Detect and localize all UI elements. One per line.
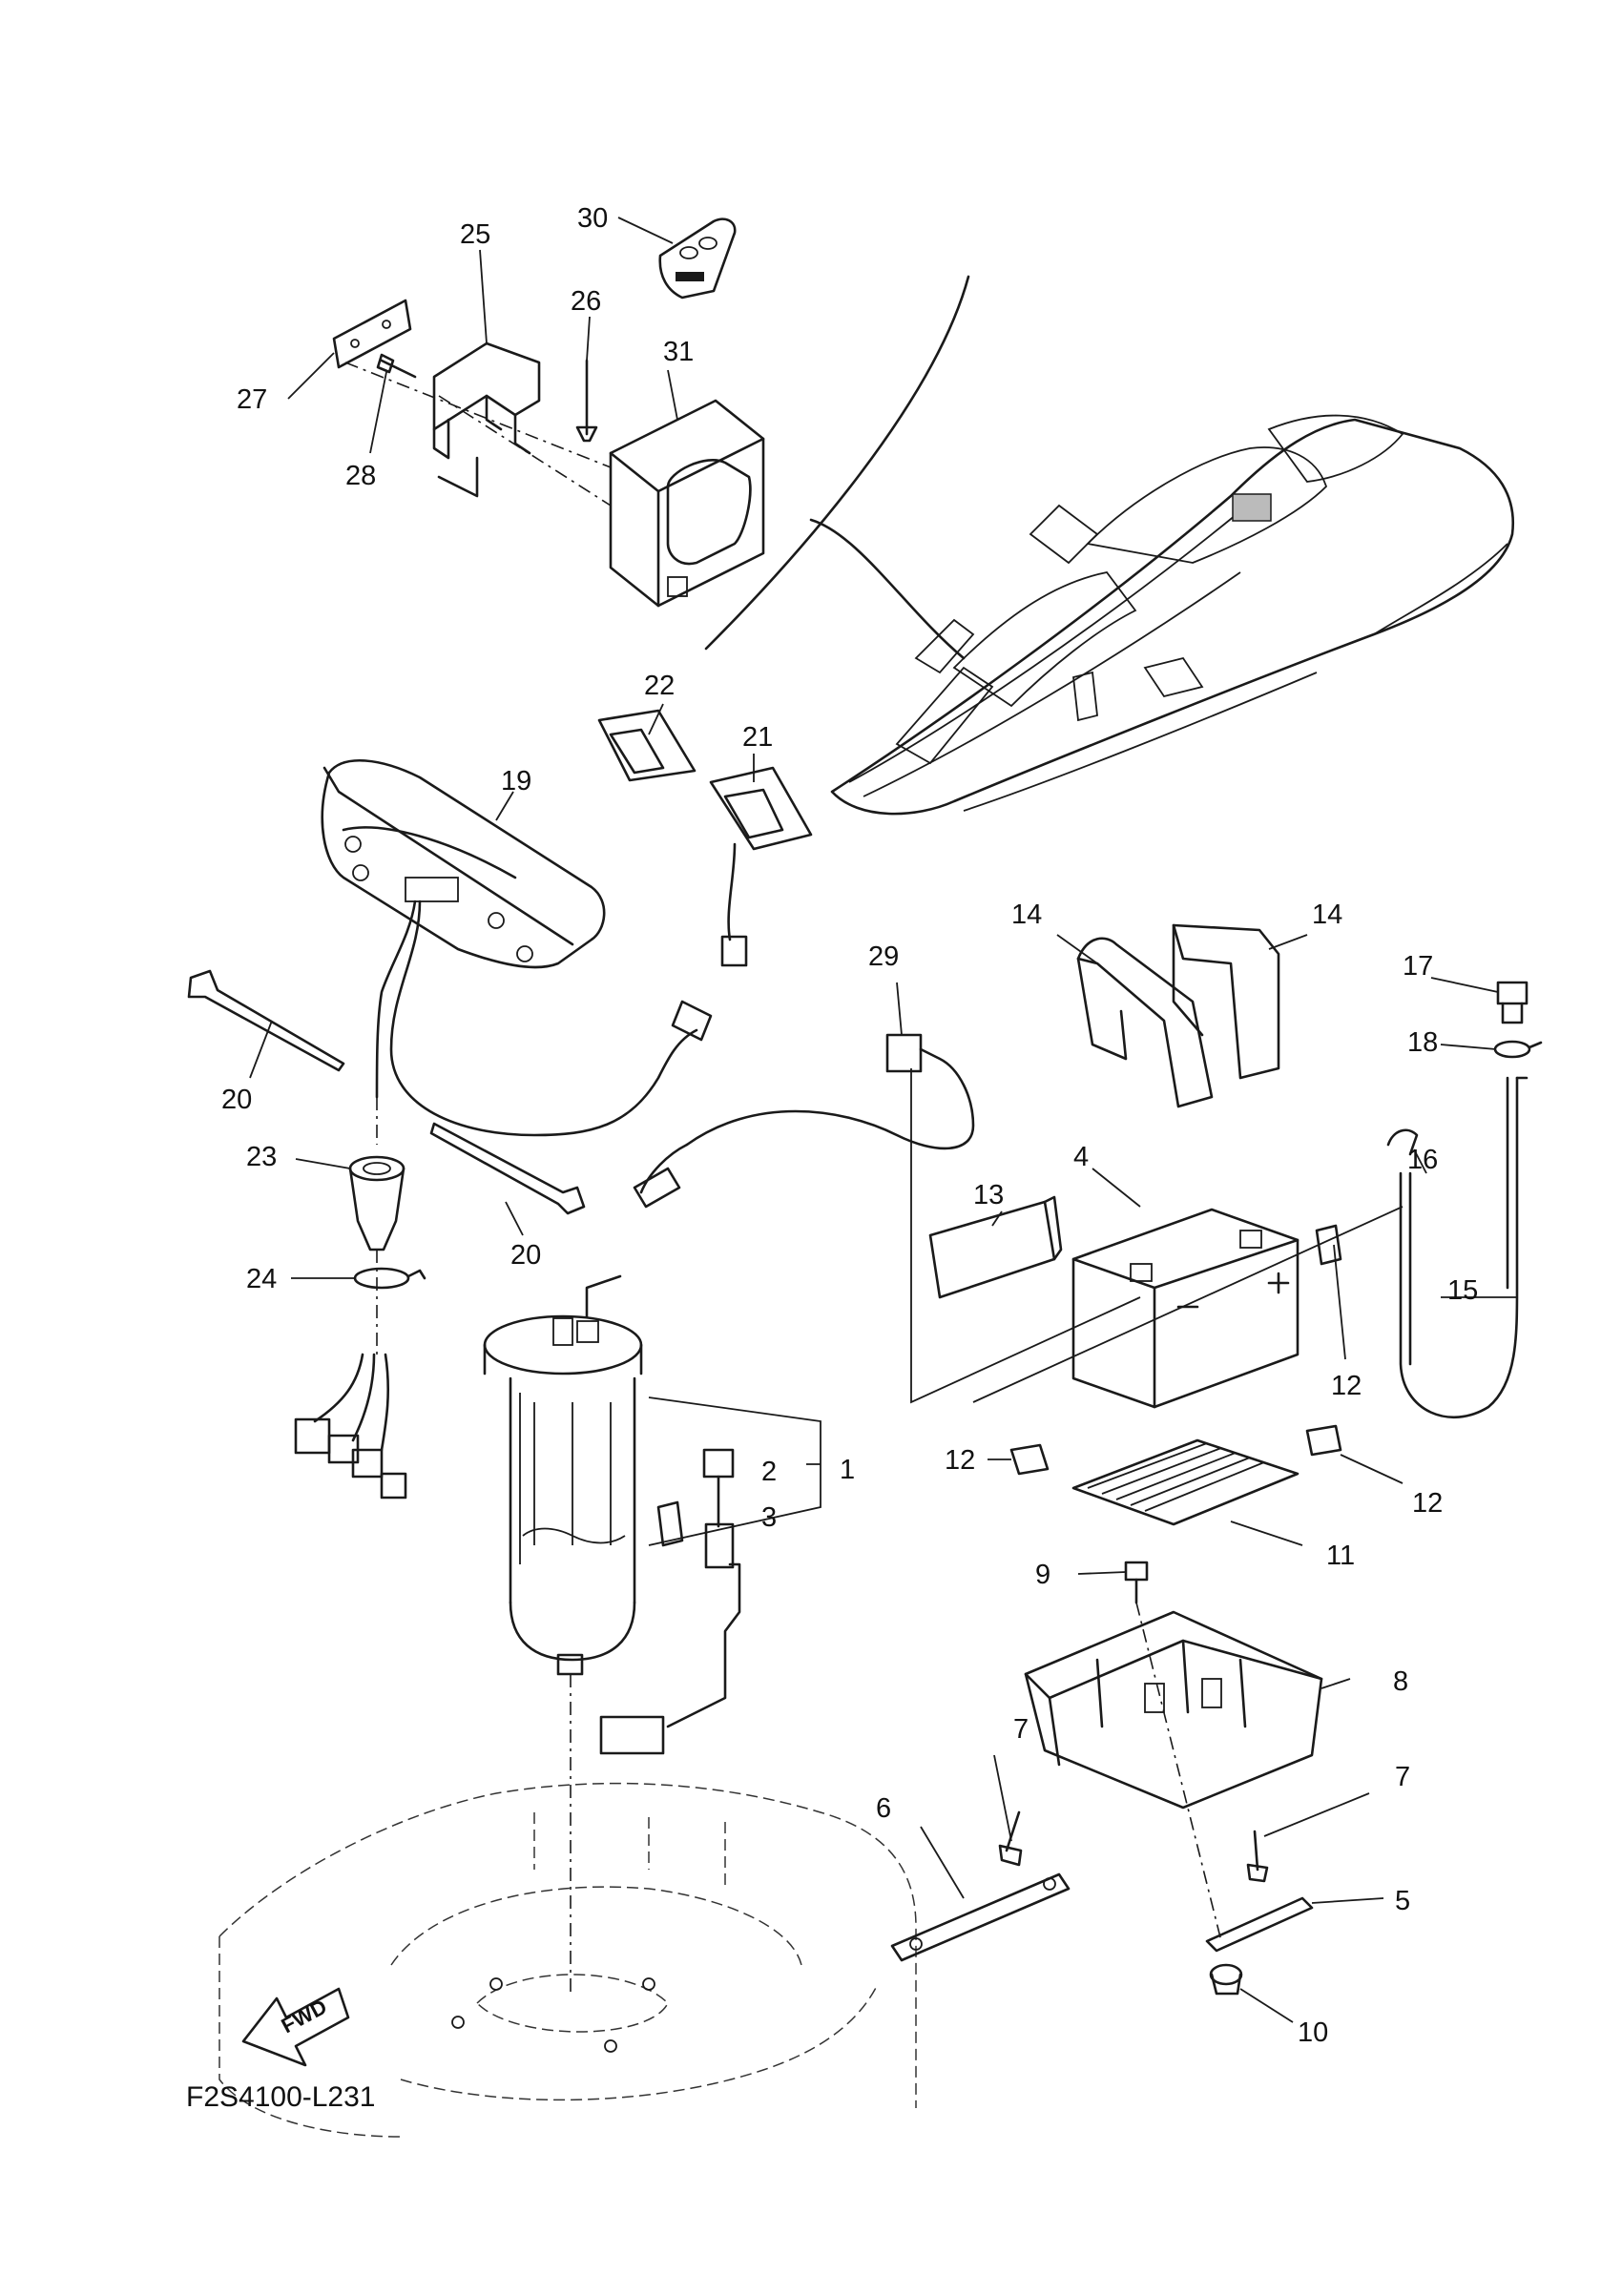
bracket-dash-axis-2 — [438, 395, 612, 507]
callout-19: 19 — [501, 766, 531, 796]
cover-13 — [928, 1195, 1063, 1299]
clip-16 — [1386, 1128, 1419, 1156]
location-indicator-line — [704, 275, 970, 651]
battery-mat-11 — [1071, 1438, 1300, 1526]
callout-26: 26 — [571, 286, 601, 317]
callout-29: 29 — [868, 941, 899, 972]
bracket-6 — [890, 1872, 1071, 1962]
callout-4: 4 — [1073, 1142, 1089, 1172]
callout-21: 21 — [742, 722, 773, 753]
location-pointer-line — [809, 518, 966, 660]
callout-14-left: 14 — [1011, 900, 1042, 930]
straps-14 — [1076, 923, 1280, 1108]
diagram-code: F2S4100-L231 — [186, 2081, 376, 2113]
harness-connectors — [294, 1353, 407, 1500]
callout-1-bracket — [648, 1396, 821, 1546]
bolt-axis — [1135, 1602, 1222, 1942]
callout-16: 16 — [1407, 1145, 1438, 1175]
fuel-pump-assembly-1 — [483, 1274, 643, 1676]
rivets-7 — [998, 1810, 1269, 1883]
callout-30: 30 — [577, 203, 608, 234]
callout-31: 31 — [663, 337, 694, 367]
receiver-unit-31 — [609, 399, 765, 608]
callout-9: 9 — [1035, 1560, 1050, 1590]
callout-10: 10 — [1298, 2017, 1328, 2048]
callout-2: 2 — [761, 1457, 777, 1487]
callout-12-right-lower: 12 — [1412, 1488, 1443, 1519]
callout-7-left: 7 — [1013, 1714, 1029, 1745]
callout-24: 24 — [246, 1264, 277, 1294]
callout-23: 23 — [246, 1142, 277, 1172]
fitting-17 — [1496, 981, 1528, 1024]
nut-10 — [1209, 1963, 1243, 1996]
watercraft-overview — [830, 414, 1515, 816]
callout-15: 15 — [1447, 1275, 1478, 1306]
sensor-29 — [633, 1033, 975, 1209]
callout-27: 27 — [237, 384, 267, 415]
cable-tie-20-upper — [187, 969, 345, 1072]
rivet-26 — [575, 359, 598, 443]
callout-1: 1 — [840, 1455, 855, 1485]
clamp-18 — [1493, 1040, 1543, 1059]
grommet-23 — [348, 1155, 406, 1251]
cable-tie-20-lower — [429, 1122, 586, 1215]
pump-wiring-2-3 — [599, 1448, 741, 1755]
callout-20-lower: 20 — [510, 1240, 541, 1271]
callout-5: 5 — [1395, 1886, 1410, 1916]
callout-3: 3 — [761, 1502, 777, 1533]
switch-22 — [597, 709, 697, 782]
hose-15 — [1399, 1076, 1528, 1419]
callout-20-upper: 20 — [221, 1085, 252, 1115]
battery-4 — [1071, 1208, 1300, 1409]
meter-assembly-19 — [321, 758, 713, 1137]
callout-11: 11 — [1326, 1541, 1355, 1571]
battery-box-8 — [1024, 1610, 1323, 1810]
remote-transmitter-30 — [658, 217, 737, 300]
callout-18: 18 — [1407, 1027, 1438, 1058]
bracket-dash-axis — [344, 362, 612, 468]
bolt-9 — [1124, 1561, 1149, 1604]
callout-8: 8 — [1393, 1666, 1408, 1697]
callout-17: 17 — [1403, 951, 1433, 982]
callout-28: 28 — [345, 461, 376, 491]
fwd-direction-arrow: FWD — [241, 1987, 350, 2067]
callout-14-right: 14 — [1312, 900, 1342, 930]
rivet-28 — [376, 353, 417, 379]
pads-12 — [1009, 1224, 1342, 1476]
callout-6: 6 — [876, 1793, 891, 1824]
plate-27 — [332, 299, 412, 369]
leader-lines — [249, 217, 1517, 2023]
receiver-bracket-25 — [432, 341, 541, 498]
fuel-tank-outline — [218, 1782, 917, 2138]
callout-12-right-upper: 12 — [1331, 1371, 1362, 1401]
callout-labels: 1 2 3 4 5 6 7 7 8 9 10 11 12 12 12 13 14… — [221, 203, 1478, 2048]
callout-12-left: 12 — [945, 1445, 975, 1476]
bracket-5 — [1205, 1896, 1314, 1953]
clamp-24 — [353, 1267, 426, 1290]
callout-7-right: 7 — [1395, 1762, 1410, 1792]
callout-22: 22 — [644, 671, 675, 701]
battery-dash-lines — [910, 1068, 1404, 1404]
callout-25: 25 — [460, 219, 490, 250]
callout-13: 13 — [973, 1180, 1004, 1210]
switch-21 — [709, 766, 813, 967]
